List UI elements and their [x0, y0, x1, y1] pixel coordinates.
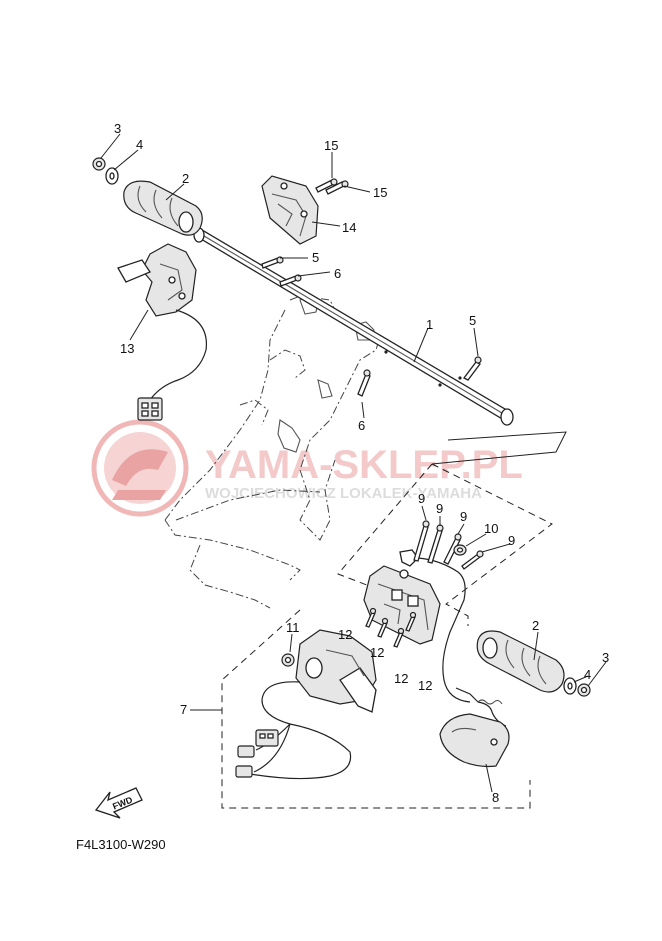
- callout-3-left: 3: [114, 121, 121, 136]
- remote-unit: [439, 687, 510, 768]
- callout-9-d: 9: [508, 533, 515, 548]
- handlebar: [193, 227, 514, 426]
- right-washer: [563, 677, 577, 695]
- screw-9-b: [427, 524, 444, 564]
- bracket-bolt-upper: [315, 178, 338, 193]
- left-grip: [123, 180, 203, 236]
- callout-12-c: 12: [394, 671, 408, 686]
- diagram-code: F4L3100-W290: [76, 837, 166, 852]
- callout-9-c: 9: [460, 509, 467, 524]
- steering-column-ghost: [164, 295, 381, 609]
- screw-right-upper: [463, 356, 482, 381]
- callout-10: 10: [484, 521, 498, 536]
- callout-6-upper: 6: [334, 266, 341, 281]
- callout-13: 13: [120, 341, 134, 356]
- screw-right-lower: [357, 369, 371, 397]
- right-bar-end-cap: [577, 683, 591, 697]
- watermark-subtitle: WOJCIECHOWICZ LOKALEK-YAMAHA: [205, 485, 482, 502]
- callout-9-b: 9: [436, 501, 443, 516]
- watermark-logo: [91, 419, 189, 517]
- callout-11: 11: [286, 620, 300, 635]
- left-washer: [105, 167, 119, 185]
- forward-arrow: FWD: [94, 787, 143, 819]
- callout-15-top: 15: [324, 138, 338, 153]
- left-bar-end-cap: [92, 157, 106, 171]
- callout-12-a: 12: [338, 627, 352, 642]
- leader-lines: [100, 133, 607, 793]
- left-switch-assembly: [117, 243, 208, 421]
- screw-12-d: [405, 611, 417, 632]
- throttle-lever-housing: [295, 629, 377, 713]
- callout-12-b: 12: [370, 645, 384, 660]
- screw-middle: [279, 274, 302, 287]
- wire-harness: [235, 681, 352, 780]
- callout-14: 14: [342, 220, 356, 235]
- callout-12-d: 12: [418, 678, 432, 693]
- callout-4-left: 4: [136, 137, 143, 152]
- screw-12-c: [393, 627, 405, 648]
- watermark: YAMA-SKLEP.PL WOJCIECHOWICZ LOKALEK-YAMA…: [91, 419, 523, 517]
- callout-1: 1: [426, 317, 433, 332]
- handlebar-bracket: [261, 175, 319, 245]
- callout-3-right: 3: [602, 650, 609, 665]
- screw-upper: [261, 256, 284, 269]
- callout-9-a: 9: [418, 491, 425, 506]
- callout-5-upper: 5: [312, 250, 319, 265]
- callout-6-right: 6: [358, 418, 365, 433]
- screw-9-a: [413, 520, 430, 562]
- right-switch-housing: [363, 549, 471, 703]
- screw-9-d: [461, 550, 484, 570]
- screw-12-b: [377, 617, 389, 638]
- callout-4-right: 4: [584, 667, 591, 682]
- callout-5-right: 5: [469, 313, 476, 328]
- callout-2-right: 2: [532, 618, 539, 633]
- right-grip: [476, 630, 565, 693]
- nut-11: [281, 653, 295, 667]
- callout-15-side: 15: [373, 185, 387, 200]
- callouts: 3 4 2 15 15 14 5 6 13 1 5 6 9 9 9 10 9 1…: [114, 121, 609, 805]
- callout-8: 8: [492, 790, 499, 805]
- clip-10: [453, 544, 467, 556]
- screw-12-a: [365, 607, 377, 628]
- watermark-title: YAMA-SKLEP.PL: [205, 443, 523, 487]
- kit-boundary: [221, 431, 567, 809]
- callout-7: 7: [180, 702, 187, 717]
- callout-2-left: 2: [182, 171, 189, 186]
